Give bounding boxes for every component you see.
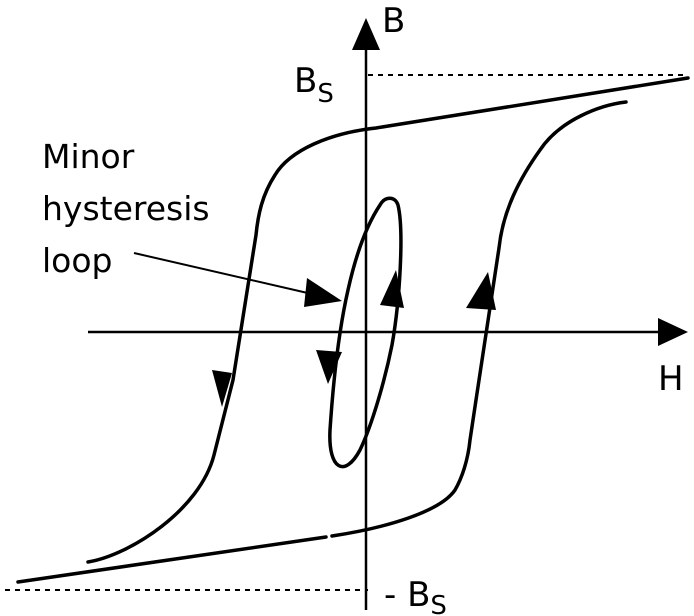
descending-direction-arrow (212, 370, 232, 407)
annotation-pointer-arrowhead (304, 278, 342, 307)
major-loop-ascending-branch (16, 100, 628, 584)
annotation-line-2: hysteresis (42, 189, 210, 228)
b-axis-label: B (382, 1, 405, 41)
h-axis-arrowhead (658, 318, 688, 346)
positive-saturation-label: BS (294, 61, 334, 109)
negative-saturation-label: - BS (384, 575, 447, 616)
minor-loop-descending-arrow (316, 350, 342, 384)
annotation-line-3: loop (42, 241, 113, 280)
minor-hysteresis-loop (328, 196, 403, 469)
minor-loop-ascending-arrow (380, 270, 404, 308)
major-loop-descending-branch (86, 76, 690, 564)
h-axis-label: H (658, 359, 684, 399)
ascending-direction-arrow (466, 272, 496, 310)
b-axis-arrowhead (352, 18, 380, 50)
annotation-pointer-line (133, 252, 313, 295)
annotation-line-1: Minor (42, 137, 135, 176)
